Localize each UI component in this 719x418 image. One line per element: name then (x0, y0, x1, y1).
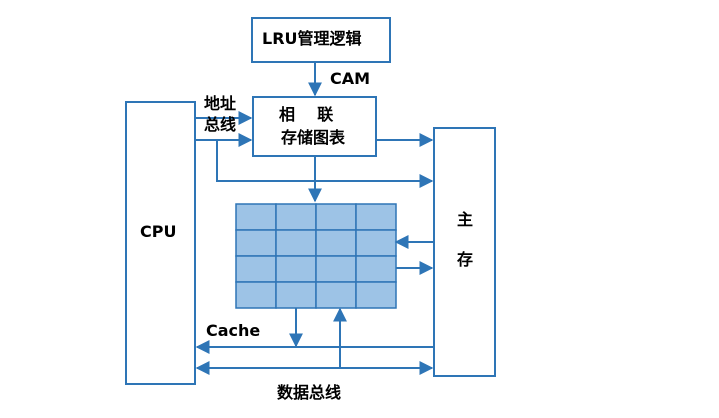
cache-cell (235, 281, 277, 309)
cache-cell (275, 255, 317, 283)
main-memory-label-line1: 主 (457, 210, 474, 229)
assoc-table-label-line1: 相 联 (279, 105, 334, 124)
assoc-table-label-line2: 存储图表 (281, 128, 346, 147)
lru-logic-box (251, 17, 391, 63)
cache-array (235, 203, 397, 309)
lru-logic-label: LRU管理逻辑 (262, 29, 362, 48)
main-memory-box (433, 127, 496, 377)
cache-cell (275, 229, 317, 257)
cache-cell (235, 255, 277, 283)
cache-cell (275, 203, 317, 231)
cam-label: CAM (330, 69, 371, 88)
cache-cell (235, 229, 277, 257)
cpu-label: CPU (140, 222, 177, 241)
cache-cell (315, 203, 357, 231)
cache-cell (315, 255, 357, 283)
main-memory-label-line2: 存 (457, 250, 474, 269)
assoc-table-box (252, 96, 377, 157)
address-bus-label-line2: 总线 (204, 115, 237, 134)
cache-cell (355, 229, 397, 257)
address-bus-label-line1: 地址 (204, 94, 237, 113)
cache-cell (315, 281, 357, 309)
data-bus-label: 数据总线 (277, 383, 342, 402)
cache-cell (355, 203, 397, 231)
cache-cell (275, 281, 317, 309)
cache-cell (355, 255, 397, 283)
address-bus-branch-line (195, 139, 434, 188)
cache-cell (355, 281, 397, 309)
cache-cell (315, 229, 357, 257)
cache-cell (235, 203, 277, 231)
cpu-box (125, 101, 196, 385)
cache-label: Cache (206, 321, 261, 340)
